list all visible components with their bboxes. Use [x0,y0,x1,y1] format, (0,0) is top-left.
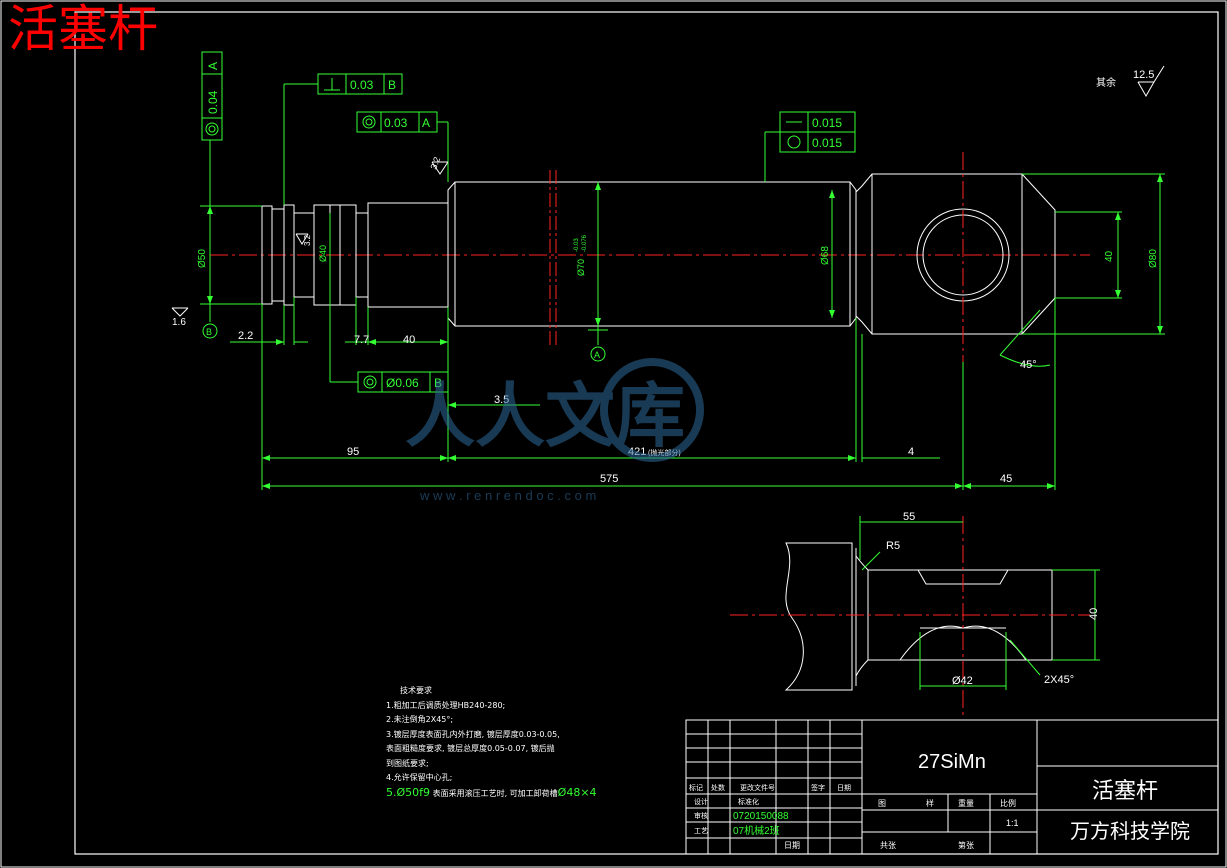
dim-d70: Ø70 [576,259,586,276]
dim-7-7: 7.7 [354,334,369,346]
lbl-process: 工艺 [694,827,708,835]
datum-a-marker [590,346,606,362]
student-class: 07机械2班 [733,824,780,837]
watermark-url: w w w . r e n r e n d o c . c o m [419,488,596,503]
hdr-sign: 签字 [811,783,825,792]
material: 27SiMn [918,751,986,773]
dimension-lines [200,83,1165,490]
tech-req-item-5-text: 表面采用滚压工艺时, 可加工卸荷槽 [430,788,558,798]
gtol-runout-datum: A [206,62,220,70]
dim-angle45: 45° [1020,359,1037,371]
tech-req-item-4: 4.允许保留中心孔; [386,773,453,782]
dim-4: 4 [908,446,914,458]
arrowheads [207,174,1163,489]
inner-border [74,11,1219,855]
gtol-frames [201,51,856,393]
roughness-1-6: 1.6 [172,317,186,328]
lbl-check: 审核 [694,811,708,820]
tech-req-item-1: 1.粗加工后调质处理HB240-280; [386,700,506,710]
roughness-3-2: 3.2 [428,156,442,171]
gtol-conc-b-datum: B [434,376,442,390]
lbl-weight: 重量 [958,798,974,808]
tech-req-item-5-spec: Ø50f9 [396,785,431,799]
dim-d50: Ø50 [197,249,208,268]
title-block [685,719,1219,855]
gtol-conc-value: 0.03 [384,116,408,130]
gtol-runout-value: 0.04 [206,90,220,114]
gtol-perp-datum: B [388,78,396,92]
tech-req-item-5: 5.Ø50f9 表面采用滚压工艺时, 可加工卸荷槽Ø48×4 [386,786,597,802]
tech-req-item-3c: 到图纸要求; [386,758,429,768]
dim-d40: Ø40 [318,245,328,262]
lbl-scale: 比例 [1000,798,1016,808]
gtol-conc-datum: A [422,116,430,130]
datum-b-letter: B [206,327,212,337]
section-view [784,542,1053,691]
dim-d80: Ø80 [1148,249,1159,268]
lbl-sheet: 第张 [958,840,974,850]
dim-chamfer: 2X45° [1044,674,1074,686]
dim-95: 95 [347,446,359,458]
datum-b-marker [202,323,218,339]
drawing-title: 活塞杆 [8,0,158,58]
gtol-straight-value: 0.015 [812,116,842,130]
lbl-drawing: 图 [878,799,886,808]
hdr-count: 处数 [711,783,725,792]
hdr-mark: 标记 [689,783,703,792]
dim-section-40: 40 [1088,608,1100,620]
dim-w40: 40 [1104,250,1115,262]
dim-45: 45 [1000,473,1012,485]
dim-2-2: 2.2 [238,330,253,342]
dim-d68: Ø68 [820,246,831,265]
watermark-text: 人人文库 [405,377,685,455]
gtol-perp-value: 0.03 [350,78,374,92]
dim-55: 55 [903,511,915,523]
tech-req-item-5-groove: Ø48×4 [557,785,597,799]
dim-575: 575 [600,473,618,485]
lbl-standard: 标准化 [738,797,759,806]
tech-req-item-3b: 表面粗糙度要求, 镀层总厚度0.05-0.07, 镀后抛 [386,744,555,753]
scale-value: 1:1 [1006,818,1019,828]
watermark: 人人文库 w w w . r e n r e n d o c . c o m [405,358,704,503]
rod-body [447,181,857,327]
tech-req-item-3: 3.镀层厚度表面孔内外打磨, 镀层厚度0.03-0.05, [386,729,560,739]
dim-40-len: 40 [403,334,415,346]
tech-req-item-5-prefix: 5. [386,785,397,799]
dim-3-5: 3.5 [494,394,509,406]
lbl-date: 日期 [784,841,800,850]
title-block-texts: 27SiMn 活塞杆 万方科技学院 标记 处数 更改文件号 签字 日期 设计 标… [689,751,1190,850]
lbl-sample: 样 [926,798,934,808]
section-texts: 55 R5 40 Ø42 2X45° [886,511,1100,687]
technical-requirements: 技术要求 1.粗加工后调质处理HB240-280; 2.未注倒角2X45°; 3… [386,684,597,801]
gtol-round-value: 0.015 [812,136,842,150]
gtol-conc-b-value: Ø0.06 [386,376,419,390]
part-name: 活塞杆 [1092,778,1158,803]
hdr-doc: 更改文件号 [740,783,775,792]
student-id: 0720150088 [733,811,789,822]
dim-d70-tol-lower: -0.076 [582,234,588,252]
school-name: 万方科技学院 [1070,820,1190,843]
tech-req-title: 技术要求 [400,686,432,695]
section-dims [859,516,1100,690]
roughness-symbols [171,65,1165,317]
hdr-date: 日期 [837,784,851,792]
datum-a-letter: A [594,350,600,360]
dim-d70-tol-upper: -0.03 [574,238,580,252]
roughness-general-label: 其余 [1096,76,1116,89]
lbl-design: 设计 [694,797,708,806]
dim-d42: Ø42 [952,675,973,687]
tech-req-item-2: 2.未注倒角2X45°; [386,715,454,724]
lbl-sheets: 共张 [880,841,896,850]
rod-head [855,173,1056,335]
dim-r5: R5 [886,540,900,552]
roughness-3-2-small: 3.2 [303,234,312,246]
roughness-general-value: 12.5 [1133,69,1154,81]
